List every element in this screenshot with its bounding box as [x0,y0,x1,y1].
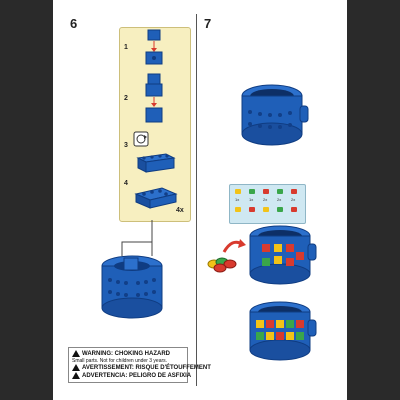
warning-triangle-icon [72,350,80,357]
warning-line-3: AVERTISSEMENT: RISQUE D'ÉTOUFFEMENT [72,364,211,371]
callout-lines [121,220,153,256]
substep-3-number: 3 [124,142,128,149]
substep-4-number: 4 [124,180,128,187]
legend-label-3: 2x [263,197,268,202]
step-divider [196,14,197,386]
substep-3-brick [136,153,176,173]
legend-label-2: 1x [249,197,254,202]
insert-arrow-icon [222,239,246,253]
step-7-model-complete [249,301,317,361]
substep-2-bricks [145,73,163,123]
step-7-model-base [241,84,309,146]
loose-tiles [207,257,237,273]
legend-swatch-red [263,189,269,194]
step-7-model-partial [249,225,317,285]
warning-line-4: ADVERTENCIA: PELIGRO DE ASFIXIA [72,372,191,379]
choking-hazard-warning [68,347,188,383]
substep-3-rotate-icon [133,131,149,147]
legend-swatch-yellow [235,189,241,194]
substep-1-bricks [145,29,163,65]
warning-triangle-icon-3 [72,372,80,379]
legend-label-1: 1x [235,197,240,202]
legend-swatch-green-2 [277,189,283,194]
legend-swatch-yellow-3 [263,207,269,212]
step-6-number: 6 [70,16,78,31]
substep-4-plate [134,187,178,209]
substep-1-number: 1 [124,44,128,51]
legend-swatch-yellow-2 [235,207,241,212]
quantity-label: 4x [176,207,184,214]
warning-triangle-icon-2 [72,364,80,371]
warning-line-1: WARNING: CHOKING HAZARD [72,350,170,357]
legend-swatch-green [249,189,255,194]
legend-swatch-red-4 [291,207,297,212]
legend-label-4: 2x [277,197,282,202]
legend-swatch-green-3 [277,207,283,212]
legend-swatch-red-2 [291,189,297,194]
step-7-number: 7 [204,16,212,31]
warning-line-2: Small parts. Not for children under 3 ye… [72,358,168,364]
legend-swatch-red-3 [249,207,255,212]
step-6-model [101,255,163,319]
legend-label-5: 2x [291,197,296,202]
substep-2-number: 2 [124,95,128,102]
